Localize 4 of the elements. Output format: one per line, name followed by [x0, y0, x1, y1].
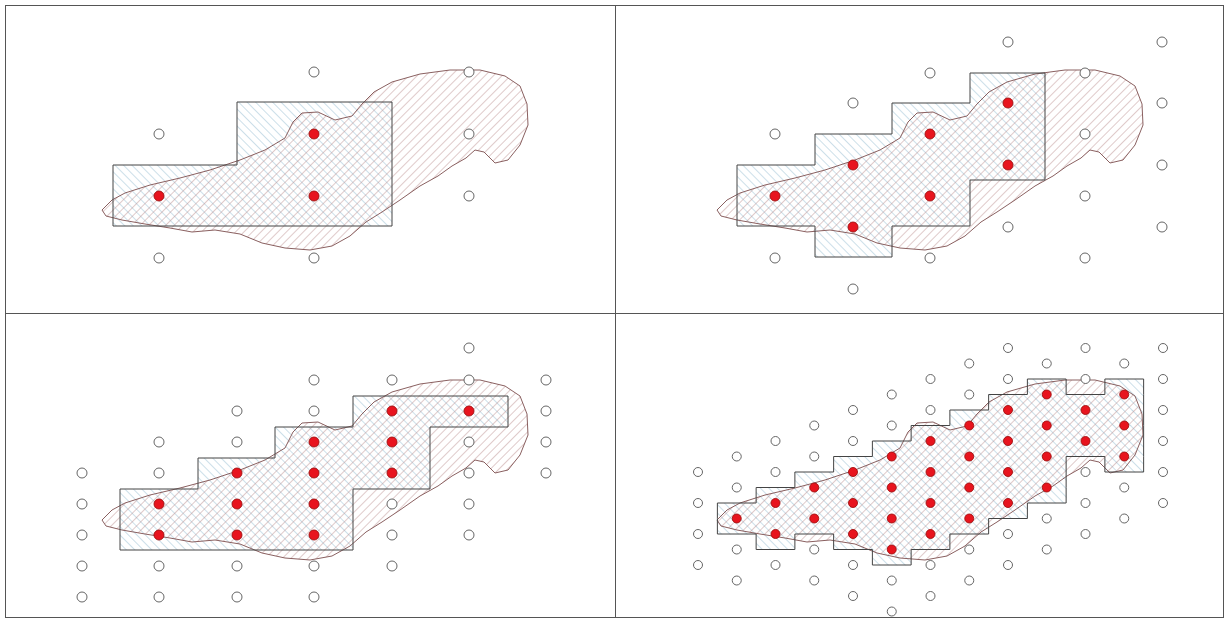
panel [5, 313, 616, 618]
panel [615, 313, 1224, 618]
panel [5, 5, 616, 314]
panel [615, 5, 1224, 314]
